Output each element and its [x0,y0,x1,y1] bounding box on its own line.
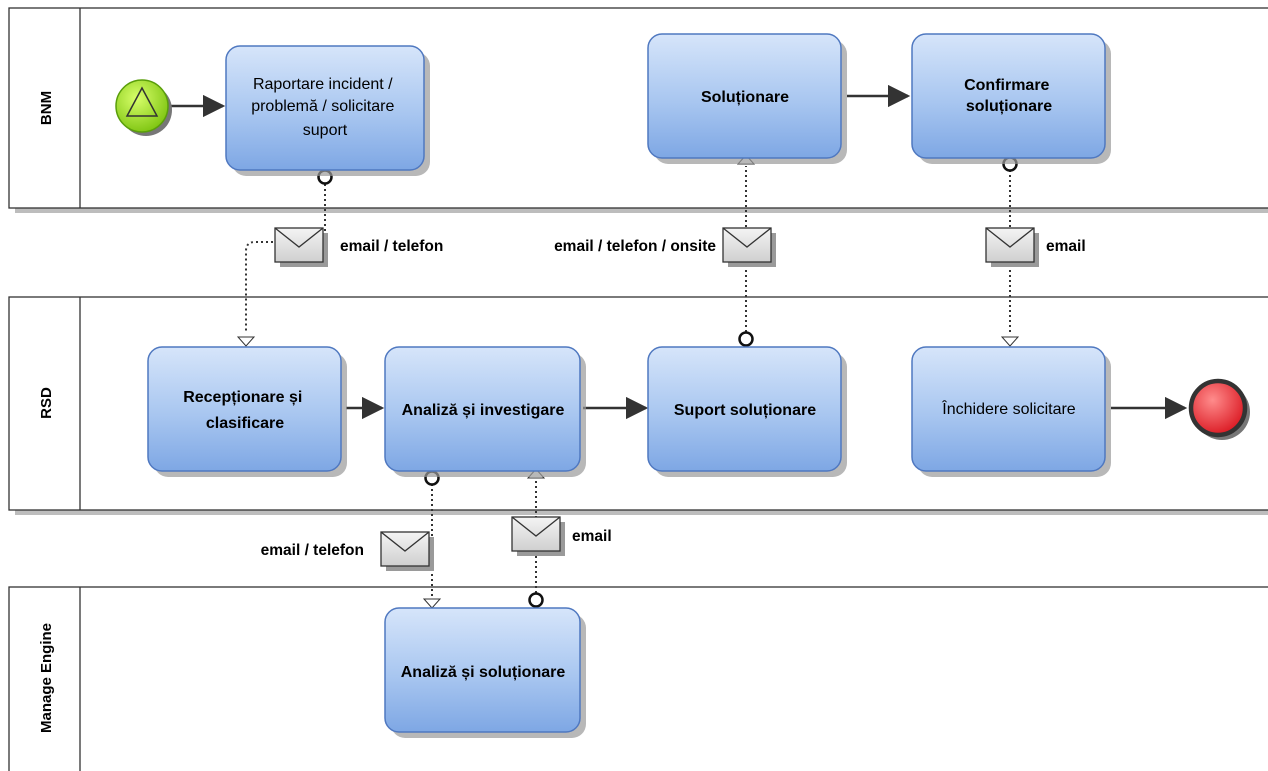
message-label-m5: email [572,528,612,545]
triangle-start-icon [125,86,159,117]
message-arrowhead [1000,336,1020,347]
task-label-analiza-investigare: Analiză și investigare [402,402,565,419]
message-label-m2: email / telefon / onsite [554,238,716,255]
task-label-solutionare: Soluționare [701,89,789,106]
envelope-icon [380,531,434,571]
task-label-receptionare: Recepționare și clasificare [183,389,307,432]
lane-label-manage-engine: Manage Engine [38,623,55,733]
task-solutionare[interactable]: Soluționare [647,33,847,164]
task-suport-solutionare[interactable]: Suport soluționare [647,346,847,477]
envelope-icon [274,227,328,267]
lane-label-bnm: BNM [38,91,55,125]
task-label-raportare: Raportare incident / problemă / solicita… [251,76,399,139]
start-event [115,79,172,136]
lane-label-rsd: RSD [38,387,55,419]
task-inchidere[interactable]: Închidere solicitare [911,346,1111,477]
task-label-confirmare: Confirmare soluționare [964,77,1054,115]
end-event [1188,378,1250,440]
task-label-analiza-solutionare: Analiză și soluționare [401,664,566,681]
lane-manage-engine: Manage Engine [8,586,1268,771]
task-raportare[interactable]: Raportare incident / problemă / solicita… [225,45,430,176]
task-confirmare[interactable]: Confirmare soluționare [911,33,1111,164]
message-origin [738,331,754,347]
task-label-inchidere: Închidere solicitare [941,399,1076,418]
message-label-m1: email / telefon [340,238,443,255]
task-receptionare[interactable]: Recepționare și clasificare [147,346,347,477]
envelope-icon [985,227,1039,267]
envelope-icon [722,227,776,267]
message-label-m3: email [1046,238,1086,255]
task-analiza-solutionare[interactable]: Analiză și soluționare [384,607,586,738]
task-analiza-investigare[interactable]: Analiză și investigare [384,346,586,477]
task-label-suport-solutionare: Suport soluționare [674,402,816,419]
message-arrowhead [236,336,256,347]
message-origin [528,592,544,608]
message-arrowhead [422,598,442,609]
envelope-icon [511,516,565,556]
message-label-m4: email / telefon [261,542,364,559]
